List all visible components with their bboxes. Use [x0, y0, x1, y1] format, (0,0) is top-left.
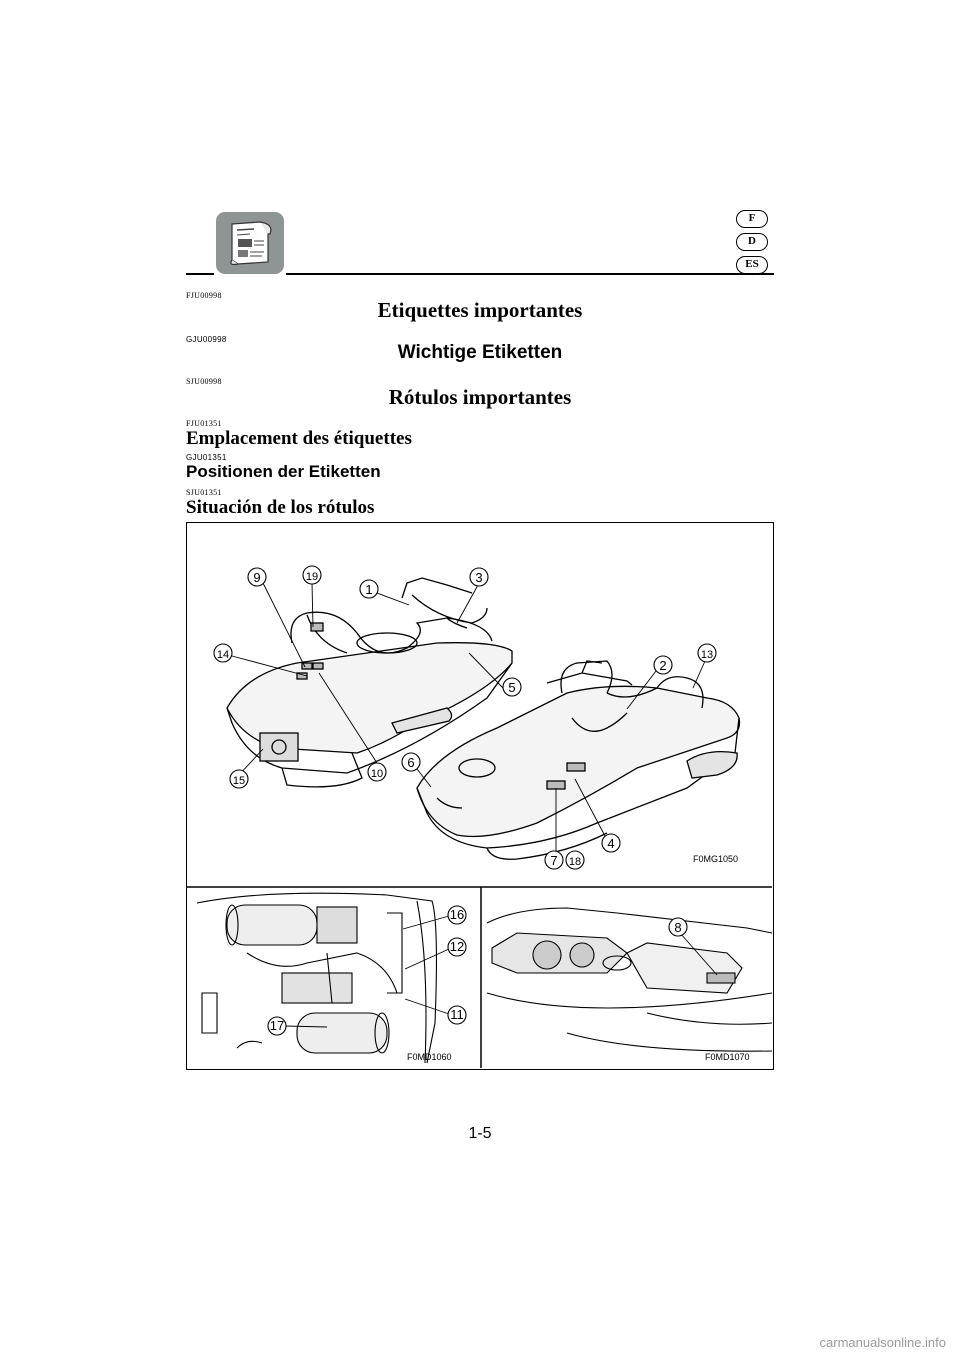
subsection-code-de: GJU01351	[186, 453, 227, 462]
watercraft-rear-view	[226, 577, 513, 788]
callout-15: 15	[229, 769, 249, 789]
callouts-right: 8	[668, 917, 688, 937]
svg-text:1: 1	[365, 582, 372, 597]
callout-3: 3	[469, 567, 489, 587]
label-location-figure: 9 19 1 3 14 2 13 5 6 10 15 4 7 18 F0MG10…	[186, 522, 774, 1070]
callout-10: 10	[367, 762, 387, 782]
section-code-fr: FJU00998	[186, 291, 222, 300]
subsection-title-de: Positionen der Etiketten	[186, 462, 381, 481]
svg-text:19: 19	[306, 571, 318, 583]
section-title-fr: Etiquettes importantes	[377, 298, 583, 322]
section-code-es: SJU00998	[186, 377, 222, 386]
subsection-title-fr: Emplacement des étiquettes	[186, 428, 412, 449]
callout-18: 18	[565, 850, 585, 870]
svg-text:9: 9	[253, 570, 260, 585]
header-rule	[286, 273, 774, 275]
svg-text:2: 2	[659, 658, 666, 673]
svg-text:10: 10	[371, 768, 383, 780]
svg-text:13: 13	[701, 649, 713, 661]
callout-11: 11	[447, 1005, 467, 1025]
callout-8: 8	[668, 917, 688, 937]
callout-6: 6	[401, 752, 421, 772]
svg-text:17: 17	[270, 1018, 284, 1033]
language-badge-de: D	[736, 233, 768, 251]
svg-text:14: 14	[217, 649, 229, 661]
language-badge-es: ES	[736, 256, 768, 274]
page-number: 1-5	[468, 1125, 492, 1142]
callouts-main: 9 19 1 3 14 2 13 5 6 10 15 4 7 18	[213, 565, 717, 870]
callout-4: 4	[601, 833, 621, 853]
callout-13: 13	[697, 643, 717, 663]
svg-text:18: 18	[569, 856, 581, 868]
watermark: carmanualsonline.info	[819, 1335, 946, 1350]
subsection-code-fr: FJU01351	[186, 419, 222, 428]
section-code-de: GJU00998	[186, 335, 227, 344]
svg-text:8: 8	[674, 920, 681, 935]
watercraft-front-view	[416, 660, 741, 860]
callout-9: 9	[247, 567, 267, 587]
callout-1: 1	[359, 579, 379, 599]
subsection-title-es: Situación de los rótulos	[186, 497, 375, 518]
callout-19: 19	[302, 565, 322, 585]
callouts-left: 16 12 11 17	[267, 905, 467, 1036]
svg-text:5: 5	[508, 680, 515, 695]
svg-text:3: 3	[475, 570, 482, 585]
callout-17: 17	[267, 1016, 287, 1036]
figure-code-main: F0MG1050	[693, 854, 738, 864]
leader-lines-main	[231, 582, 706, 853]
storage-compartment-drawing	[486, 907, 772, 1052]
section-title-de: Wichtige Etiketten	[397, 342, 563, 363]
header-rule-left	[186, 273, 214, 275]
svg-text:7: 7	[550, 853, 557, 868]
engine-compartment-drawing	[196, 892, 437, 1064]
section-title-es: Rótulos importantes	[388, 385, 572, 409]
callout-7: 7	[544, 850, 564, 870]
callout-2: 2	[653, 655, 673, 675]
manual-book-icon	[216, 212, 284, 274]
subsection-code-es: SJU01351	[186, 488, 222, 497]
svg-text:4: 4	[607, 836, 614, 851]
callout-16: 16	[447, 905, 467, 925]
figure-code-right: F0MD1070	[705, 1052, 750, 1062]
callout-12: 12	[447, 937, 467, 957]
callout-14: 14	[213, 643, 233, 663]
language-badge-fr: F	[736, 210, 768, 228]
svg-text:6: 6	[407, 755, 414, 770]
svg-text:11: 11	[450, 1007, 464, 1022]
svg-text:12: 12	[450, 939, 464, 954]
callout-5: 5	[502, 677, 522, 697]
figure-code-left: F0MD1060	[407, 1052, 452, 1062]
figure-drawing: 9 19 1 3 14 2 13 5 6 10 15 4 7 18 F0MG10…	[187, 565, 772, 1068]
svg-text:15: 15	[233, 775, 245, 787]
svg-text:16: 16	[450, 907, 464, 922]
